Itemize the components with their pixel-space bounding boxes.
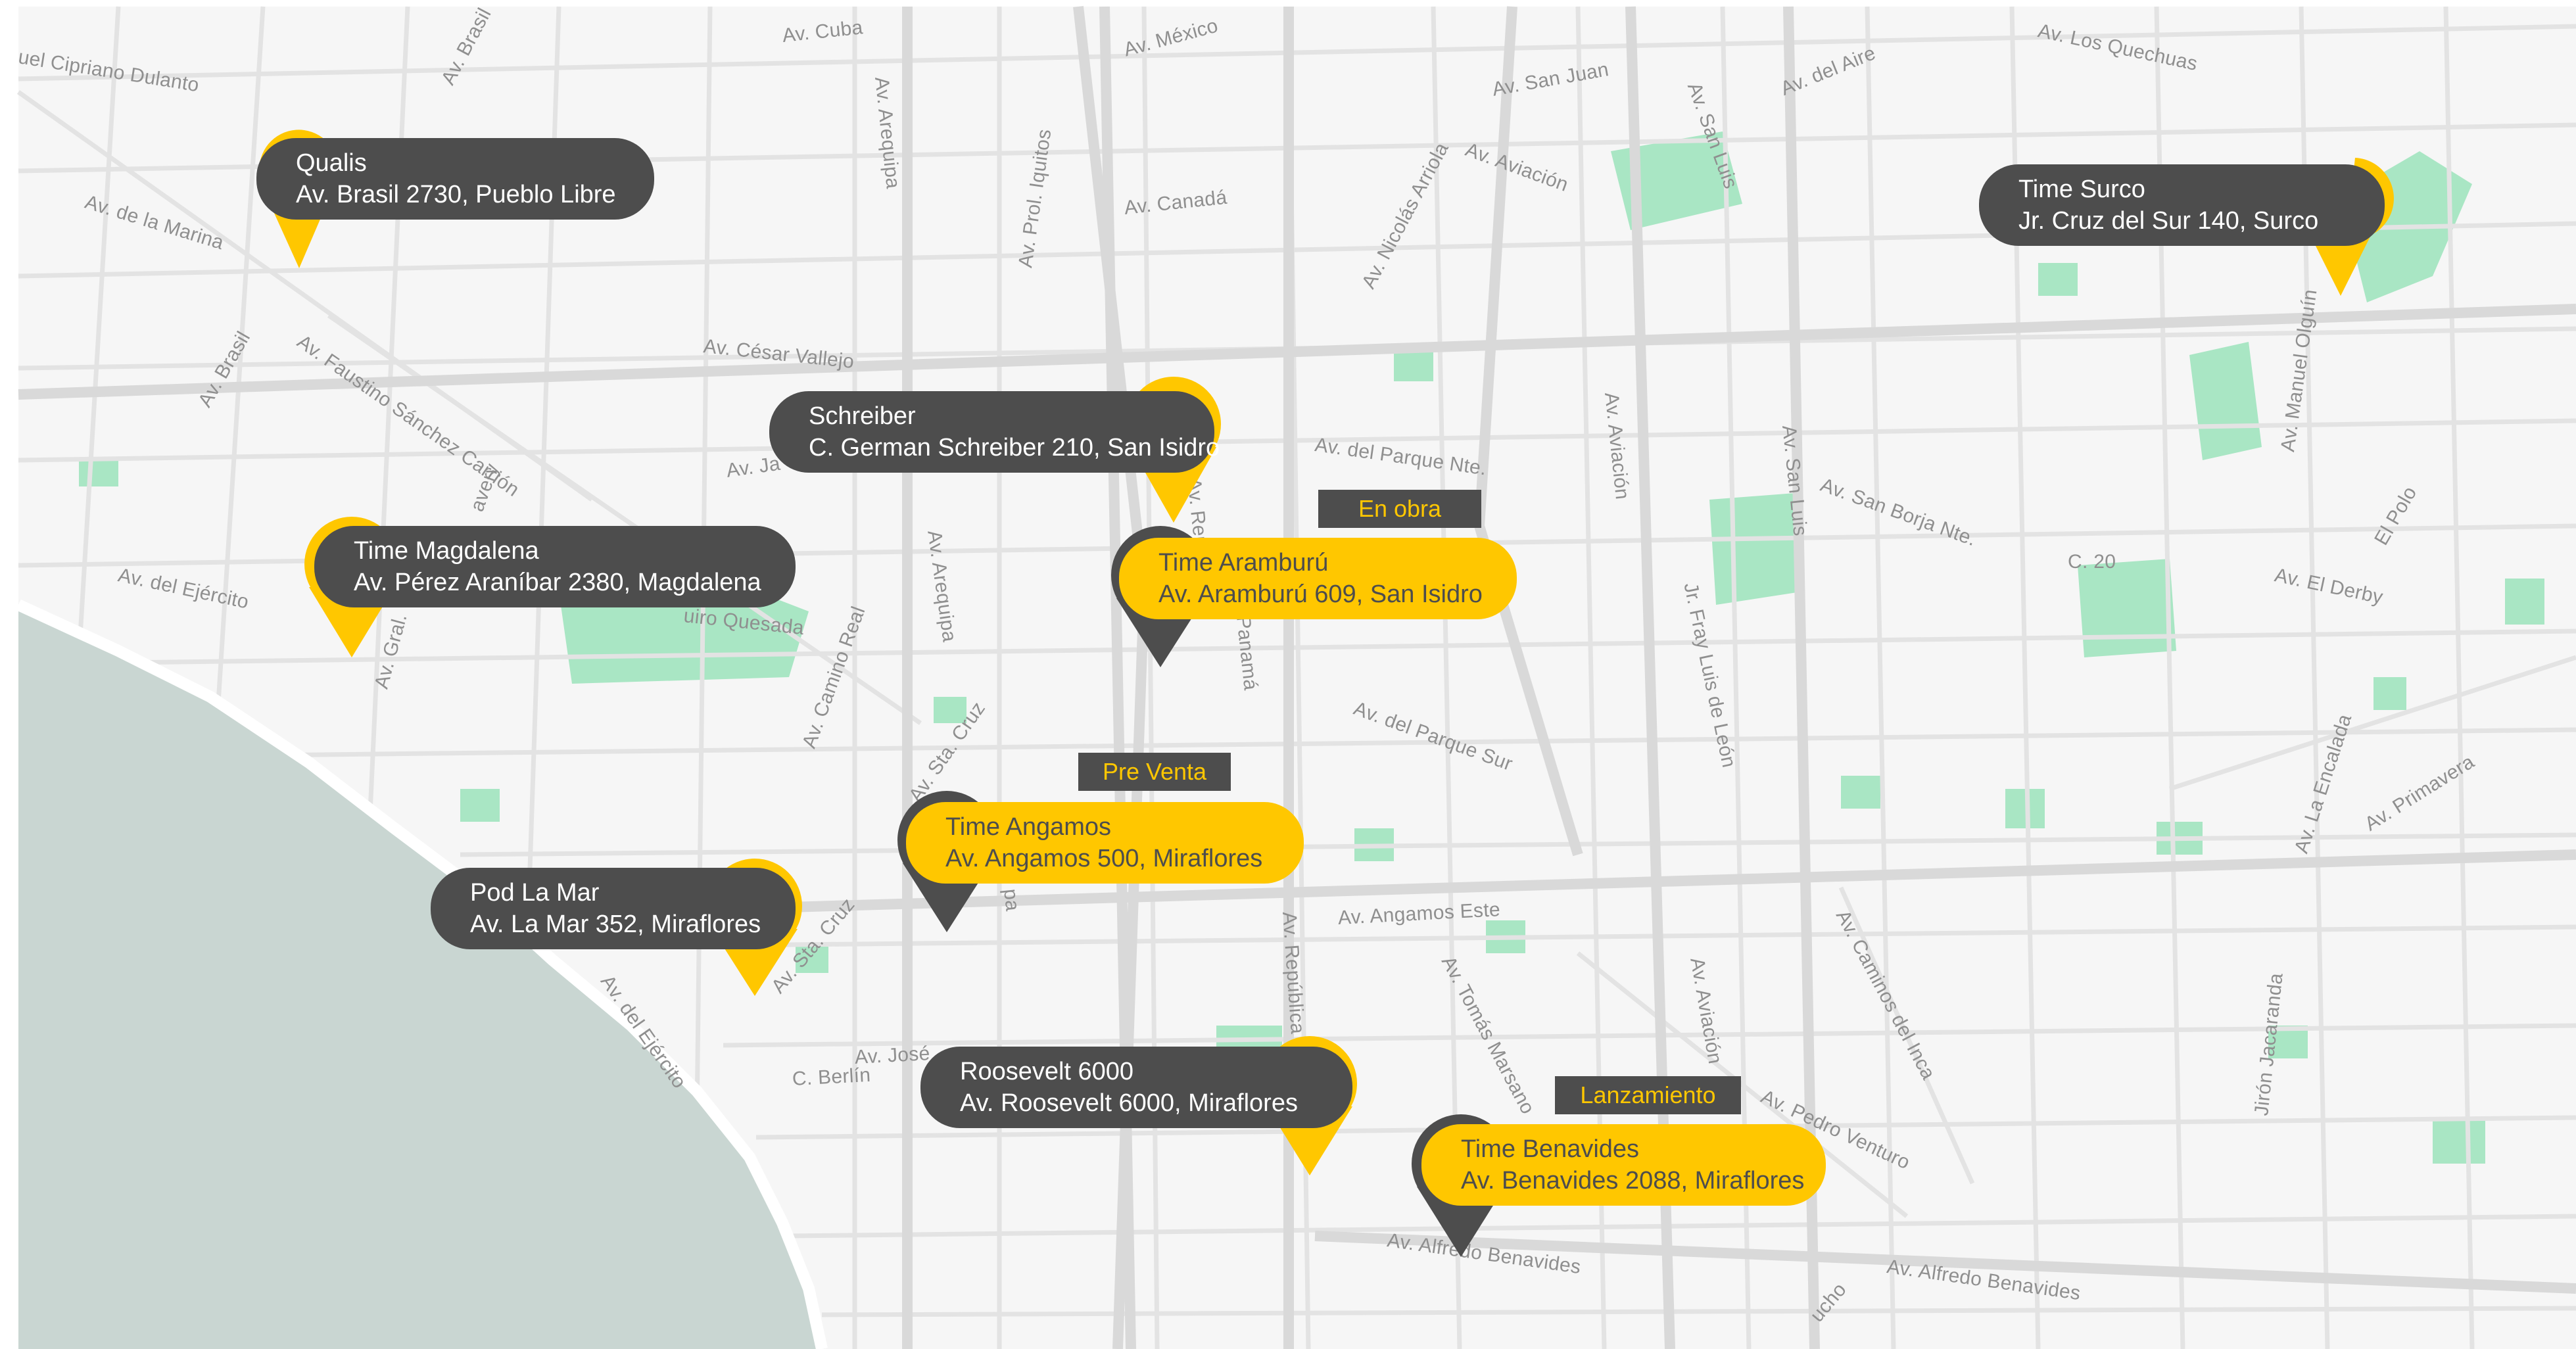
street-label: pa [999, 888, 1024, 912]
location-name: Time Aramburú [1158, 549, 1329, 577]
location-address: Av. Pérez Araníbar 2380, Magdalena [354, 569, 761, 596]
location-address: Jr. Cruz del Sur 140, Surco [2018, 207, 2319, 235]
status-badge: Pre Venta [1078, 753, 1231, 791]
location-address: C. German Schreiber 210, San Isidro [809, 434, 1220, 462]
status-badge: Lanzamiento [1555, 1076, 1741, 1114]
location-card[interactable]: Roosevelt 6000 Av. Roosevelt 6000, Miraf… [920, 1047, 1352, 1128]
location-name: Schreiber [809, 402, 916, 430]
location-name: Qualis [296, 149, 367, 177]
location-name: Pod La Mar [470, 879, 600, 907]
location-card[interactable]: Time Surco Jr. Cruz del Sur 140, Surco [1979, 164, 2385, 246]
street-label: Av. José [854, 1043, 931, 1068]
location-card[interactable]: Time Angamos Av. Angamos 500, Miraflores [906, 802, 1304, 884]
location-address: Av. Angamos 500, Miraflores [945, 845, 1263, 872]
location-address: Av. Benavides 2088, Miraflores [1461, 1167, 1805, 1195]
location-name: Time Angamos [945, 813, 1112, 841]
location-address: Av. Brasil 2730, Pueblo Libre [296, 181, 616, 208]
location-card[interactable]: Time Magdalena Av. Pérez Araníbar 2380, … [314, 526, 796, 607]
location-card[interactable]: Schreiber C. German Schreiber 210, San I… [769, 391, 1220, 473]
location-address: Av. Roosevelt 6000, Miraflores [960, 1089, 1298, 1117]
location-card[interactable]: Qualis Av. Brasil 2730, Pueblo Libre [256, 138, 654, 220]
location-name: Roosevelt 6000 [960, 1058, 1134, 1085]
location-name: Time Benavides [1461, 1135, 1640, 1163]
ocean [18, 605, 822, 1349]
location-name: Time Magdalena [354, 537, 539, 565]
street-label: C. 20 [2068, 551, 2116, 573]
status-badge: En obra [1318, 490, 1481, 528]
location-name: Time Surco [2018, 176, 2145, 203]
location-card[interactable]: Time Aramburú Av. Aramburú 609, San Isid… [1119, 538, 1517, 619]
location-card[interactable]: Time Benavides Av. Benavides 2088, Miraf… [1421, 1124, 1826, 1206]
location-address: Av. Aramburú 609, San Isidro [1158, 580, 1483, 608]
location-card[interactable]: Pod La Mar Av. La Mar 352, Miraflores [431, 868, 796, 949]
major-roads [18, 6, 2576, 1349]
location-address: Av. La Mar 352, Miraflores [470, 911, 761, 938]
coastline [16, 599, 828, 1349]
